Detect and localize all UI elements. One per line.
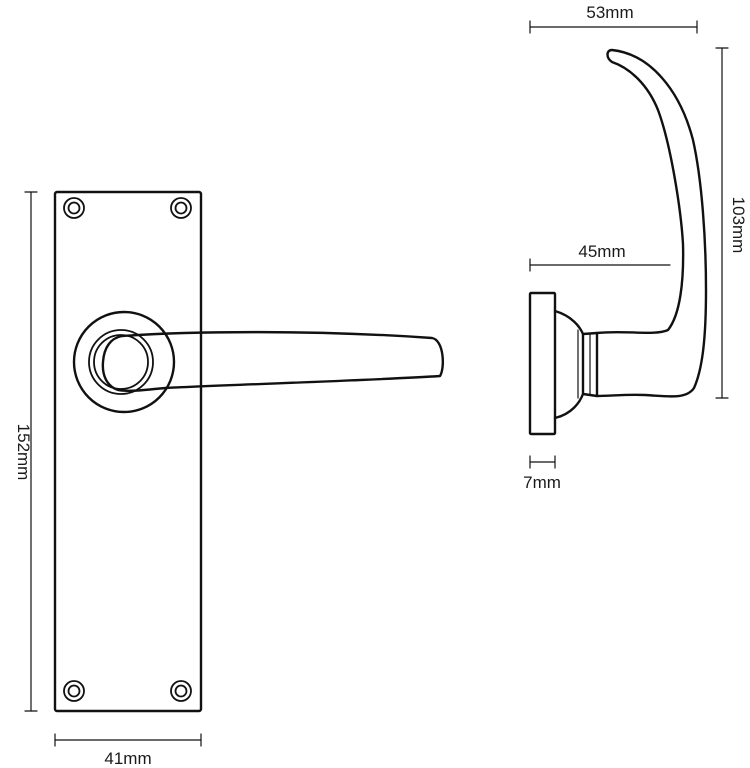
dim-label-45: 45mm [578, 242, 625, 261]
screw-bottom-right [170, 680, 192, 702]
side-view [528, 48, 708, 436]
dim-side-height [715, 47, 729, 399]
screw-bottom-left [63, 680, 85, 702]
front-view [53, 190, 445, 713]
dim-side-width [529, 20, 698, 34]
backplate [53, 190, 203, 713]
dim-side-projection [529, 258, 671, 272]
dim-backplate-width [54, 733, 202, 747]
dim-label-103: 103mm [729, 197, 748, 254]
screw-top-left [63, 197, 85, 219]
side-lever [595, 48, 708, 398]
rose [72, 310, 176, 414]
screw-top-right [170, 197, 192, 219]
side-rose-disc [528, 291, 557, 436]
dim-rose-depth [529, 455, 556, 469]
side-neck [553, 309, 585, 420]
dim-label-41: 41mm [104, 749, 151, 768]
dim-label-53: 53mm [586, 3, 633, 22]
lever [101, 330, 445, 393]
dim-label-152: 152mm [14, 424, 33, 481]
dim-backplate-height [24, 191, 38, 712]
dim-label-7: 7mm [523, 473, 561, 492]
